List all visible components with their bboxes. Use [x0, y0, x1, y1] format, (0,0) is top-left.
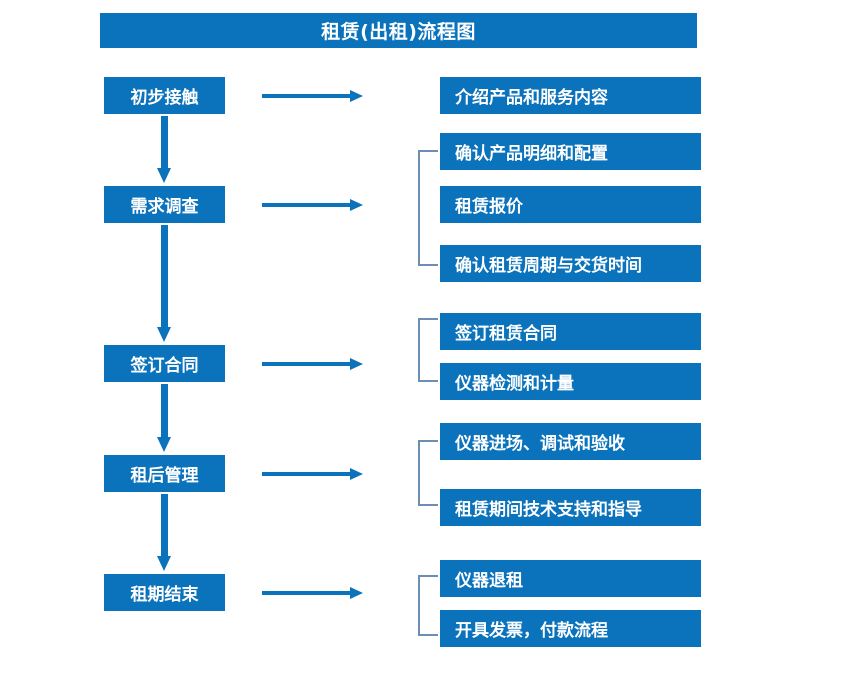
stage-box-1[interactable]: 初步接触: [104, 77, 225, 114]
arrow-right-icon-5: [262, 585, 364, 599]
bracket-icon-group-2: [418, 150, 438, 266]
arrow-down-icon-2: [153, 225, 175, 343]
detail-box-4[interactable]: 确认租赁周期与交货时间: [440, 245, 701, 282]
arrow-down-icon-4: [153, 494, 175, 572]
detail-box-1[interactable]: 介绍产品和服务内容: [440, 77, 701, 114]
arrow-down-icon-3: [153, 384, 175, 453]
page-title: 租赁(出租)流程图: [100, 13, 697, 48]
arrow-right-icon-1: [262, 88, 364, 102]
bracket-bottom-arm: [418, 634, 438, 636]
stage-box-3[interactable]: 签订合同: [104, 345, 225, 382]
bracket-icon-group-4: [418, 440, 438, 506]
bracket-top-arm: [418, 150, 438, 152]
bracket-spine: [418, 318, 420, 382]
arrow-right-icon-4: [262, 466, 364, 480]
detail-box-9[interactable]: 仪器退租: [440, 560, 701, 597]
detail-box-3[interactable]: 租赁报价: [440, 186, 701, 223]
arrow-down-icon-1: [153, 116, 175, 184]
stage-box-2[interactable]: 需求调查: [104, 186, 225, 223]
detail-box-2[interactable]: 确认产品明细和配置: [440, 133, 701, 170]
bracket-top-arm: [418, 318, 438, 320]
detail-box-10[interactable]: 开具发票，付款流程: [440, 610, 701, 647]
arrow-right-icon-3: [262, 356, 364, 370]
arrow-right-icon-2: [262, 197, 364, 211]
bracket-spine: [418, 575, 420, 636]
detail-box-7[interactable]: 仪器进场、调试和验收: [440, 423, 701, 460]
stage-box-5[interactable]: 租期结束: [104, 574, 225, 611]
bracket-bottom-arm: [418, 504, 438, 506]
detail-box-5[interactable]: 签订租赁合同: [440, 313, 701, 350]
bracket-icon-group-5: [418, 575, 438, 636]
bracket-icon-group-3: [418, 318, 438, 382]
bracket-bottom-arm: [418, 264, 438, 266]
bracket-bottom-arm: [418, 380, 438, 382]
bracket-top-arm: [418, 440, 438, 442]
detail-box-8[interactable]: 租赁期间技术支持和指导: [440, 489, 701, 526]
bracket-spine: [418, 150, 420, 266]
detail-box-6[interactable]: 仪器检测和计量: [440, 363, 701, 400]
stage-box-4[interactable]: 租后管理: [104, 455, 225, 492]
bracket-spine: [418, 440, 420, 506]
bracket-top-arm: [418, 575, 438, 577]
